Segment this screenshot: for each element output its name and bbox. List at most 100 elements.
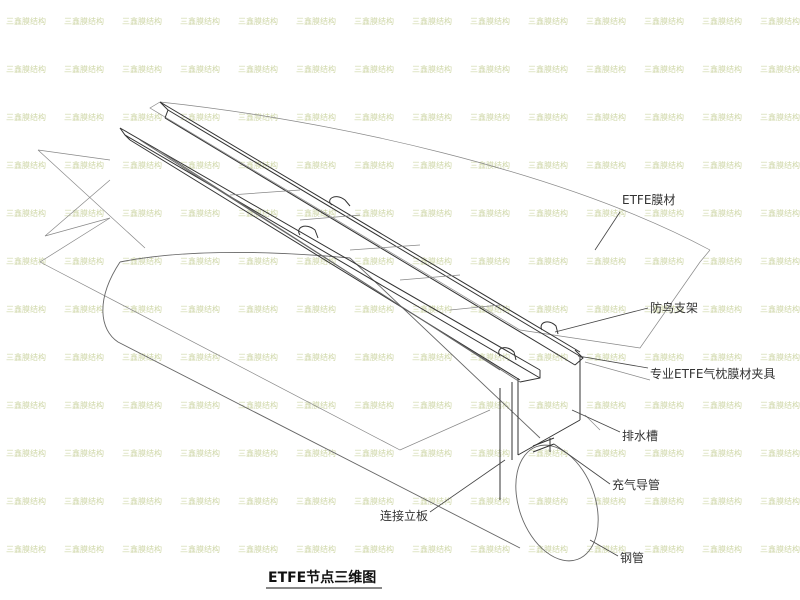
watermark-tile: 三鑫膜结构 xyxy=(470,208,510,218)
bird-guard-clip-4 xyxy=(498,347,517,361)
watermark-tile: 三鑫膜结构 xyxy=(354,544,394,554)
upper-membrane-sheet xyxy=(149,101,711,349)
watermark-tile: 三鑫膜结构 xyxy=(6,400,46,410)
watermark-tile: 三鑫膜结构 xyxy=(586,304,626,314)
watermark-tile: 三鑫膜结构 xyxy=(586,352,626,362)
watermark-tile: 三鑫膜结构 xyxy=(296,544,336,554)
watermark-tile: 三鑫膜结构 xyxy=(644,16,684,26)
watermark-tile: 三鑫膜结构 xyxy=(644,448,684,458)
membrane-right-flap xyxy=(584,361,651,431)
watermark-tile: 三鑫膜结构 xyxy=(180,208,220,218)
watermark-tile: 三鑫膜结构 xyxy=(64,352,104,362)
watermark-tile: 三鑫膜结构 xyxy=(760,496,800,506)
watermark-tile: 三鑫膜结构 xyxy=(296,208,336,218)
watermark-tile: 三鑫膜结构 xyxy=(180,448,220,458)
watermark-tile: 三鑫膜结构 xyxy=(702,64,742,74)
watermark-tile: 三鑫膜结构 xyxy=(644,544,684,554)
watermark-tile: 三鑫膜结构 xyxy=(122,544,162,554)
watermark-tile: 三鑫膜结构 xyxy=(296,16,336,26)
watermark-tile: 三鑫膜结构 xyxy=(760,16,800,26)
watermark-tile: 三鑫膜结构 xyxy=(122,64,162,74)
watermark-tile: 三鑫膜结构 xyxy=(180,64,220,74)
watermark-tile: 三鑫膜结构 xyxy=(180,544,220,554)
watermark-tile: 三鑫膜结构 xyxy=(6,256,46,266)
watermark-tile: 三鑫膜结构 xyxy=(760,256,800,266)
watermark-tile: 三鑫膜结构 xyxy=(180,400,220,410)
bird-guard-clip-1 xyxy=(329,196,351,207)
rail-inner xyxy=(139,139,521,383)
bird-guard-clip-3 xyxy=(540,321,559,335)
watermark-tile: 三鑫膜结构 xyxy=(412,400,452,410)
rail-end-caps xyxy=(119,101,584,383)
watermark-tile: 三鑫膜结构 xyxy=(64,304,104,314)
watermark-tile: 三鑫膜结构 xyxy=(702,352,742,362)
watermark-tile: 三鑫膜结构 xyxy=(760,160,800,170)
watermark-tile: 三鑫膜结构 xyxy=(586,112,626,122)
watermark-tile: 三鑫膜结构 xyxy=(64,160,104,170)
watermark-tile: 三鑫膜结构 xyxy=(6,448,46,458)
watermark-tile: 三鑫膜结构 xyxy=(644,160,684,170)
watermark-tile: 三鑫膜结构 xyxy=(644,208,684,218)
watermark-tile: 三鑫膜结构 xyxy=(586,64,626,74)
watermark-tile: 三鑫膜结构 xyxy=(180,256,220,266)
watermark-tile: 三鑫膜结构 xyxy=(702,160,742,170)
watermark-tile: 三鑫膜结构 xyxy=(528,544,568,554)
watermark-tile: 三鑫膜结构 xyxy=(238,352,278,362)
leader-gutter xyxy=(571,409,621,433)
watermark-tile: 三鑫膜结构 xyxy=(354,160,394,170)
leader-bird-guard xyxy=(554,307,649,333)
watermark-tile: 三鑫膜结构 xyxy=(238,448,278,458)
watermark-tile: 三鑫膜结构 xyxy=(412,160,452,170)
watermark-tile: 三鑫膜结构 xyxy=(64,256,104,266)
watermark-tile: 三鑫膜结构 xyxy=(470,304,510,314)
label-etfe-membrane: ETFE膜材 xyxy=(622,193,675,207)
watermark-tile: 三鑫膜结构 xyxy=(586,256,626,266)
watermark-tile: 三鑫膜结构 xyxy=(412,208,452,218)
leader-connecting-plate xyxy=(429,459,506,513)
watermark-tile: 三鑫膜结构 xyxy=(180,352,220,362)
watermark-tile: 三鑫膜结构 xyxy=(238,400,278,410)
watermark-tile: 三鑫膜结构 xyxy=(238,64,278,74)
watermark-tile: 三鑫膜结构 xyxy=(6,496,46,506)
watermark-tile: 三鑫膜结构 xyxy=(122,304,162,314)
watermark-tile: 三鑫膜结构 xyxy=(528,64,568,74)
lower-membrane-sheet xyxy=(37,149,491,451)
watermark-tile: 三鑫膜结构 xyxy=(122,400,162,410)
watermark-tile: 三鑫膜结构 xyxy=(644,112,684,122)
diagram-title: ETFE节点三维图 xyxy=(268,569,376,586)
watermark-tile: 三鑫膜结构 xyxy=(296,304,336,314)
watermark-tile: 三鑫膜结构 xyxy=(528,112,568,122)
watermark-tile: 三鑫膜结构 xyxy=(354,304,394,314)
watermark-tile: 三鑫膜结构 xyxy=(296,400,336,410)
watermark-tile: 三鑫膜结构 xyxy=(586,160,626,170)
watermark-tile: 三鑫膜结构 xyxy=(412,448,452,458)
watermark-tile: 三鑫膜结构 xyxy=(702,400,742,410)
watermark-tile: 三鑫膜结构 xyxy=(122,352,162,362)
watermark-tile: 三鑫膜结构 xyxy=(238,160,278,170)
inflation-pipe xyxy=(532,437,555,453)
watermark-tile: 三鑫膜结构 xyxy=(180,160,220,170)
watermark-tile: 三鑫膜结构 xyxy=(528,448,568,458)
watermark-tile: 三鑫膜结构 xyxy=(760,352,800,362)
watermark-layer: 三鑫膜结构三鑫膜结构三鑫膜结构三鑫膜结构三鑫膜结构三鑫膜结构三鑫膜结构三鑫膜结构… xyxy=(6,16,800,554)
watermark-tile: 三鑫膜结构 xyxy=(702,112,742,122)
watermark-tile: 三鑫膜结构 xyxy=(6,64,46,74)
watermark-tile: 三鑫膜结构 xyxy=(470,352,510,362)
watermark-tile: 三鑫膜结构 xyxy=(122,496,162,506)
watermark-tile: 三鑫膜结构 xyxy=(702,496,742,506)
watermark-tile: 三鑫膜结构 xyxy=(6,544,46,554)
watermark-tile: 三鑫膜结构 xyxy=(760,448,800,458)
steel-pipe-end xyxy=(515,444,599,562)
watermark-tile: 三鑫膜结构 xyxy=(64,544,104,554)
watermark-tile: 三鑫膜结构 xyxy=(760,64,800,74)
watermark-tile: 三鑫膜结构 xyxy=(470,16,510,26)
watermark-tile: 三鑫膜结构 xyxy=(470,64,510,74)
watermark-tile: 三鑫膜结构 xyxy=(354,496,394,506)
watermark-tile: 三鑫膜结构 xyxy=(528,400,568,410)
bird-guard-clip-2 xyxy=(298,225,319,239)
watermark-tile: 三鑫膜结构 xyxy=(122,448,162,458)
watermark-tile: 三鑫膜结构 xyxy=(644,256,684,266)
gutter-vertical-plate xyxy=(499,356,581,500)
watermark-tile: 三鑫膜结构 xyxy=(586,208,626,218)
